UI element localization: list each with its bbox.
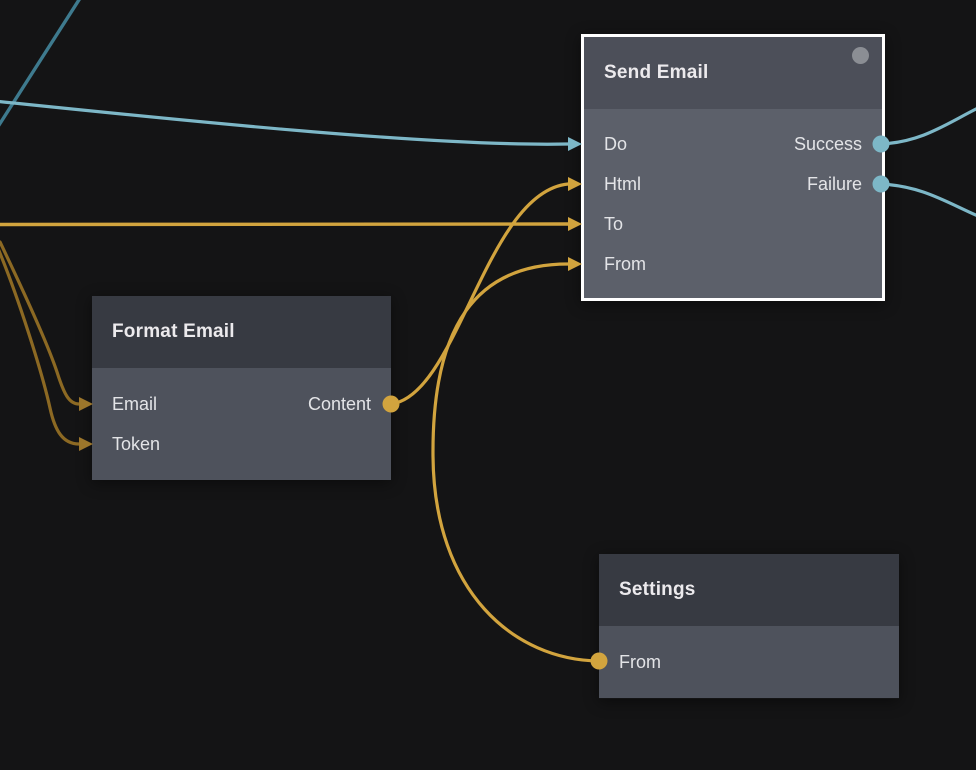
port-row: From: [584, 244, 882, 284]
output-label-success: Success: [793, 133, 862, 154]
wire-success-output[interactable]: [879, 107, 976, 146]
port-row: Token: [92, 424, 391, 464]
port-row: To: [584, 204, 882, 244]
wire-teal-diagonal[interactable]: [0, 0, 84, 136]
input-label-to: To: [604, 213, 624, 234]
node-title: Settings: [619, 579, 696, 600]
input-label-from: From: [604, 253, 646, 274]
wire-email-input[interactable]: [0, 240, 81, 406]
node-send-email-header[interactable]: Send Email: [584, 37, 882, 109]
node-title: Format Email: [112, 321, 235, 342]
wire-to-input[interactable]: [0, 222, 570, 227]
port-label-from: From: [619, 651, 661, 672]
port-row: Html Failure: [584, 164, 882, 204]
wire-do-input[interactable]: [0, 100, 570, 146]
port-arrow-to-input[interactable]: [568, 217, 582, 231]
port-arrow-html-input[interactable]: [568, 177, 582, 191]
input-label-email: Email: [112, 393, 158, 414]
wire-token-input[interactable]: [0, 246, 81, 446]
node-title: Send Email: [604, 62, 709, 83]
input-label-html: Html: [604, 173, 641, 194]
node-format-email[interactable]: Format Email Email Content Token: [92, 296, 391, 480]
node-format-email-header[interactable]: Format Email: [92, 296, 391, 368]
node-settings[interactable]: Settings From: [599, 554, 899, 699]
wire-content-to-html[interactable]: [389, 182, 570, 406]
port-arrow-from-input[interactable]: [568, 257, 582, 271]
port-row: Do Success: [584, 124, 882, 164]
node-send-email-body: Do Success Html Failure To From: [584, 109, 882, 298]
input-label-do: Do: [604, 133, 628, 154]
port-arrow-do-input[interactable]: [568, 137, 582, 151]
node-send-email[interactable]: Send Email Do Success Html Failure To Fr…: [581, 34, 885, 301]
wire-settings-from-to-send-from[interactable]: [431, 262, 601, 663]
port-row: From: [599, 642, 899, 682]
output-label-failure: Failure: [806, 173, 862, 194]
port-row: Email Content: [92, 384, 391, 424]
input-label-token: Token: [112, 433, 161, 454]
port-arrow-token-input[interactable]: [79, 437, 93, 451]
node-settings-body: From: [599, 626, 899, 698]
status-dot-icon: [852, 47, 869, 64]
node-settings-header[interactable]: Settings: [599, 554, 899, 626]
node-format-email-body: Email Content Token: [92, 368, 391, 480]
wire-failure-output[interactable]: [879, 182, 976, 217]
output-label-content: Content: [307, 393, 371, 414]
port-arrow-email-input[interactable]: [79, 397, 93, 411]
